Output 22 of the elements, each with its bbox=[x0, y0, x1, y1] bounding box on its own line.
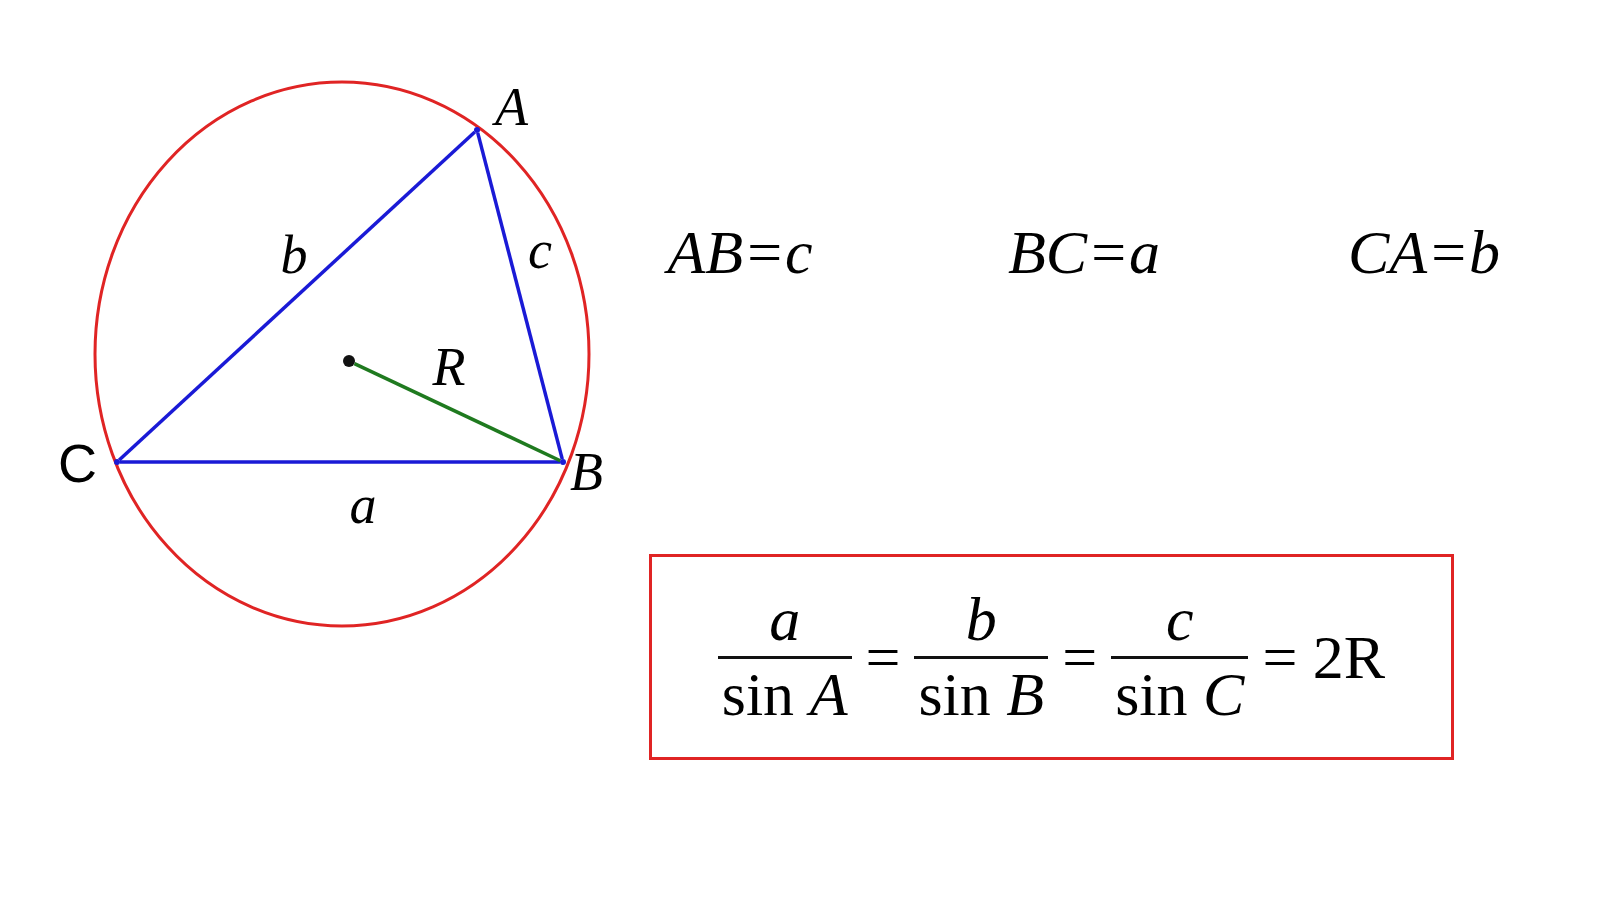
equation-term: = bbox=[865, 626, 901, 688]
denominator: sin A bbox=[720, 658, 849, 730]
triangle-side bbox=[476, 132, 564, 460]
triangle-side bbox=[120, 460, 560, 464]
numerator: c bbox=[1165, 584, 1195, 656]
radius-line bbox=[353, 361, 562, 463]
center-dot bbox=[343, 355, 355, 367]
side-equation: CA=b bbox=[1347, 221, 1501, 283]
vertex-label: C bbox=[58, 436, 97, 490]
denominator: sin B bbox=[917, 658, 1046, 730]
triangle-side bbox=[118, 130, 476, 462]
formula-box bbox=[649, 554, 1454, 760]
numerator: b bbox=[964, 584, 998, 656]
vertex-point bbox=[114, 459, 120, 465]
vertex-label: B bbox=[570, 445, 603, 499]
denominator: sin C bbox=[1114, 658, 1246, 730]
vertex-point bbox=[474, 127, 480, 133]
numerator: a bbox=[768, 584, 802, 656]
side-equation: BC=a bbox=[1007, 221, 1161, 283]
equation-term: = 2R bbox=[1262, 626, 1386, 688]
vertex-point bbox=[560, 459, 566, 465]
equation-term: = bbox=[1062, 626, 1098, 688]
